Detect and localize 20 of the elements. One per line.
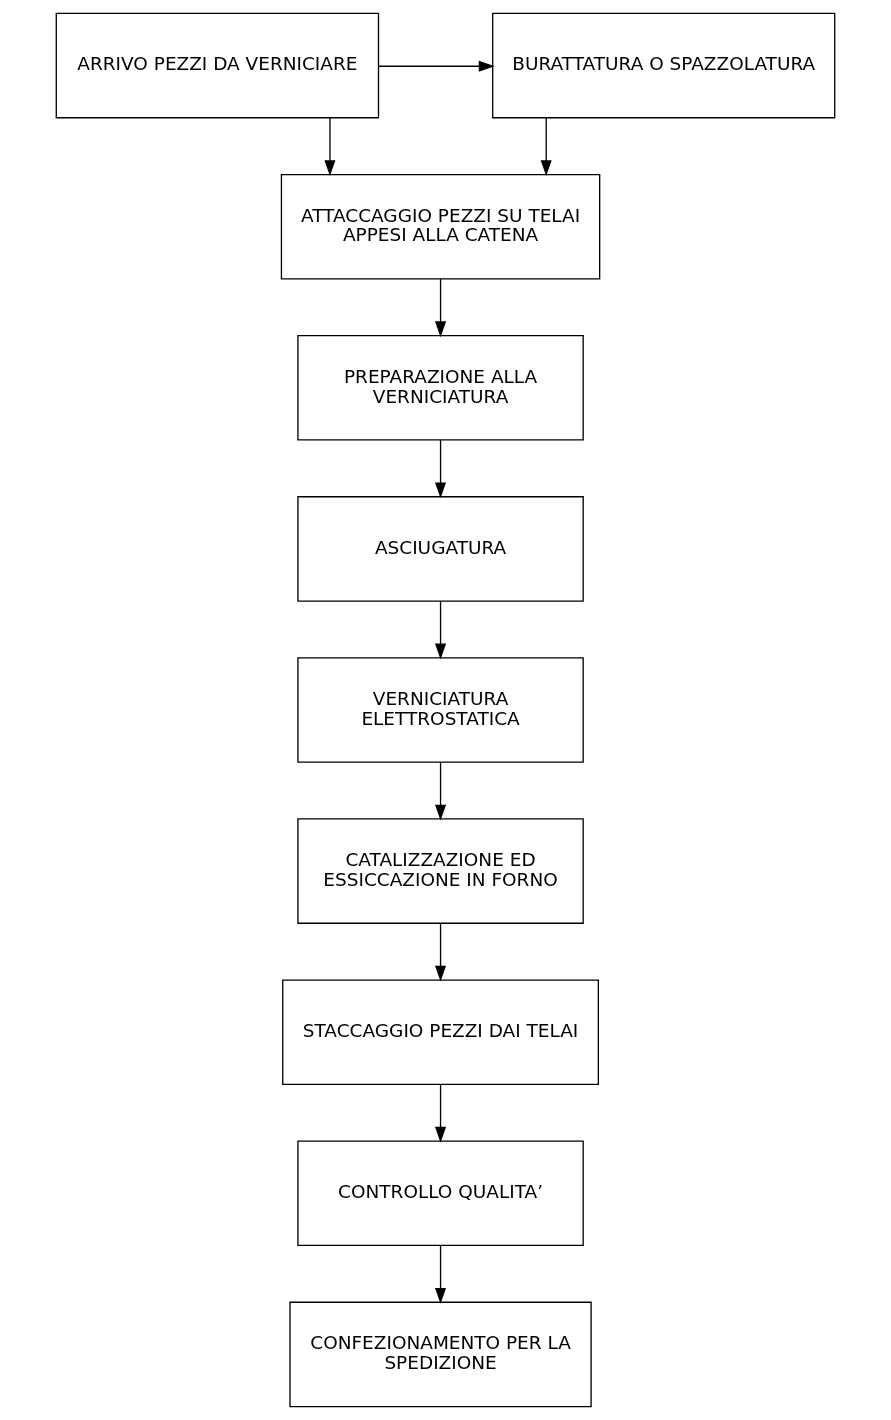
node-box: ARRIVO PEZZI DA VERNICIARE (55, 12, 380, 119)
arrow (435, 761, 447, 821)
arrow (435, 600, 447, 660)
arrow (540, 117, 552, 177)
node-box: STACCAGGIO PEZZI DAI TELAI (282, 979, 599, 1085)
node-box: ASCIUGATURA (297, 496, 584, 602)
node-box: ATTACCAGGIO PEZZI SU TELAI APPESI ALLA CATENA (280, 173, 601, 280)
arrow (435, 278, 447, 338)
arrow (324, 117, 336, 177)
arrow (435, 1083, 447, 1143)
arrow (435, 439, 447, 499)
node-box: BURATTATURA O SPAZZOLATURA (492, 12, 836, 119)
node-box: CONTROLLO QUALITA’ (297, 1140, 584, 1247)
arrow (435, 922, 447, 982)
node-box: CATALIZZAZIONE ED ESSICCAZIONE IN FORNO (297, 818, 584, 924)
node-box: CONFEZIONAMENTO PER LA SPEDIZIONE (289, 1301, 592, 1408)
arrow (377, 60, 495, 72)
node-box: VERNICIATURA ELETTROSTATICA (297, 657, 584, 763)
node-box: PREPARAZIONE ALLA VERNICIATURA (297, 334, 584, 441)
arrow (435, 1244, 447, 1304)
